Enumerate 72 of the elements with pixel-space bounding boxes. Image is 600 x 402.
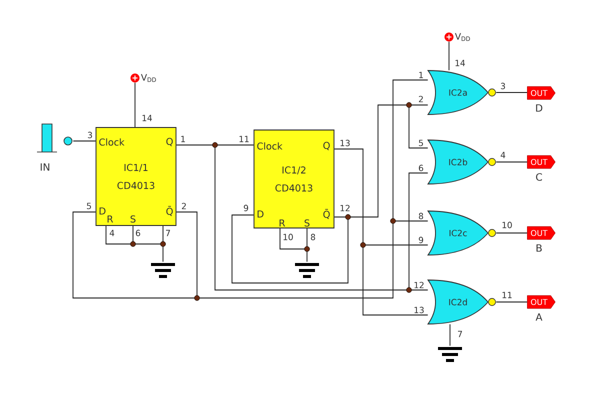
wire xyxy=(448,41,450,71)
pin-number: 8 xyxy=(418,212,424,220)
node-label: V$_{DD}$ xyxy=(454,33,470,41)
output-tag: OUT xyxy=(527,295,556,309)
supply-terminal: V$_{DD}$ xyxy=(444,32,470,42)
wire xyxy=(72,140,96,142)
output-tag: OUT xyxy=(527,226,556,240)
ground-symbol xyxy=(438,347,462,362)
pin-number: 5 xyxy=(418,140,423,146)
output-letter: B xyxy=(536,244,542,252)
node-label: V$_{DD}$ xyxy=(140,74,156,82)
pin-name: Q xyxy=(166,138,173,146)
pin-number: 2 xyxy=(182,202,186,210)
pin-name: Q̄ xyxy=(323,208,330,220)
pin-number: 6 xyxy=(418,164,424,172)
pin-number: 5 xyxy=(86,202,91,210)
wire xyxy=(176,144,428,290)
pin-name: Q xyxy=(323,142,330,150)
output-tag: OUT xyxy=(527,155,556,169)
pin-number: 3 xyxy=(88,132,92,138)
nor-gate: IC2c xyxy=(428,210,496,256)
pin-name: S xyxy=(304,219,310,227)
pin-name: R xyxy=(108,216,114,222)
pin-number: 7 xyxy=(166,230,170,236)
pulse-source: IN xyxy=(36,124,72,171)
pin-number: 10 xyxy=(502,222,512,228)
pin-number: 4 xyxy=(110,230,114,236)
wire xyxy=(496,92,528,93)
ground-symbol xyxy=(295,263,319,278)
pin-number: 12 xyxy=(414,282,424,288)
nor-gate: IC2a xyxy=(428,70,496,115)
pin-number: 11 xyxy=(240,136,249,142)
pin-number: 1 xyxy=(181,136,185,142)
pin-number: 13 xyxy=(340,140,350,146)
pin-name: R xyxy=(280,220,286,226)
pin-number: 4 xyxy=(500,152,506,158)
wire xyxy=(134,82,136,128)
pin-number: 3 xyxy=(500,82,506,90)
pin-name: D xyxy=(100,208,106,214)
pin-number: 9 xyxy=(244,204,248,212)
nor-gate: IC2d xyxy=(428,280,496,324)
pin-name: Clock xyxy=(257,142,282,150)
wire xyxy=(280,228,308,262)
pin-number: 9 xyxy=(418,236,424,244)
pin-number: 11 xyxy=(502,292,512,298)
pin-number: 14 xyxy=(142,114,152,122)
pin-number: 2 xyxy=(418,96,423,102)
nor-gate: IC2b xyxy=(428,140,496,184)
wire xyxy=(106,226,164,262)
pin-name: D xyxy=(258,210,264,218)
output-letter: A xyxy=(536,313,542,321)
node-label: IN xyxy=(40,163,50,171)
pin-number: 6 xyxy=(136,230,140,236)
pin-name: Q̄ xyxy=(166,206,173,216)
pin-number: 1 xyxy=(419,72,423,78)
pin-number: 12 xyxy=(340,204,350,212)
wire xyxy=(496,232,528,234)
pin-name: S xyxy=(130,215,136,223)
pin-number: 7 xyxy=(458,330,462,338)
wire xyxy=(334,148,428,316)
pin-number: 10 xyxy=(284,234,293,240)
pin-number: 14 xyxy=(456,60,465,66)
pin-name: Clock xyxy=(99,138,124,146)
pin-number: 8 xyxy=(310,234,316,240)
output-letter: C xyxy=(536,173,542,181)
supply-terminal: V$_{DD}$ xyxy=(130,74,156,82)
output-tag: OUT xyxy=(527,86,556,100)
wire xyxy=(232,104,428,284)
output-letter: D xyxy=(536,104,542,112)
pin-number: 13 xyxy=(414,306,424,314)
ground-symbol xyxy=(151,263,175,278)
wire xyxy=(72,80,428,298)
